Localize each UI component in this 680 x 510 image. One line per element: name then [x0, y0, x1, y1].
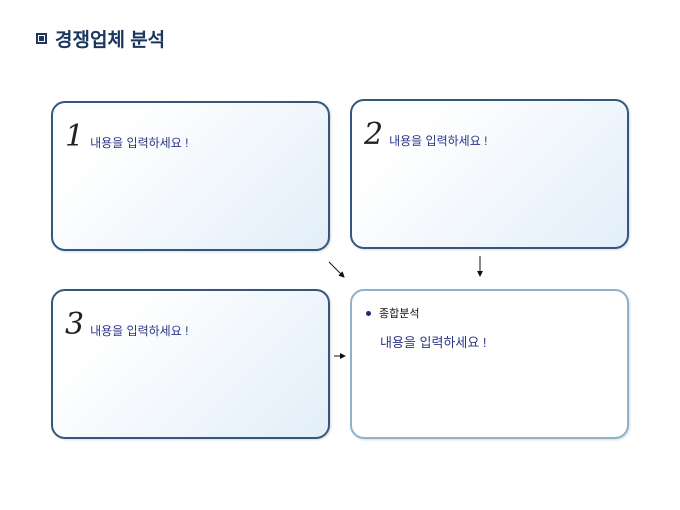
arrow-diagonal [328, 261, 345, 278]
slide-title: 경쟁업체 분석 [36, 25, 165, 52]
title-text: 경쟁업체 분석 [55, 30, 166, 51]
summary-heading: 종합분석 [379, 308, 420, 320]
box-text: 내용을 입력하세요 ! [90, 136, 189, 150]
box-3[interactable]: 3 내용을 입력하세요 ! [51, 289, 330, 439]
summary-box[interactable]: 종합분석 내용을 입력하세요 ! [350, 289, 629, 439]
box-number: 3 [65, 307, 85, 342]
box-text: 내용을 입력하세요 ! [389, 134, 488, 148]
box-number: 2 [364, 117, 384, 152]
box-1[interactable]: 1 내용을 입력하세요 ! [51, 101, 330, 251]
bullet-icon [366, 310, 371, 316]
box-text: 내용을 입력하세요 ! [90, 324, 189, 338]
box-number: 1 [65, 119, 85, 154]
box-2[interactable]: 2 내용을 입력하세요 ! [350, 99, 629, 249]
summary-text: 내용을 입력하세요 ! [380, 335, 487, 350]
square-bullet-icon [36, 33, 47, 44]
